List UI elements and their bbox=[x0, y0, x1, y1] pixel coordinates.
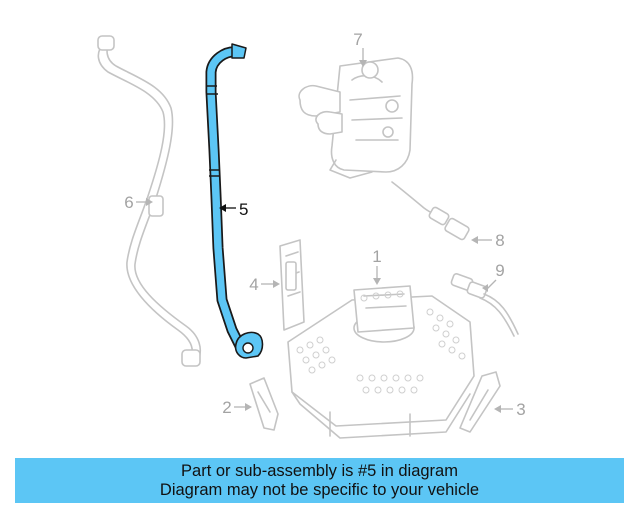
part-7-pump-assembly bbox=[298, 57, 414, 179]
part-9-sensor bbox=[450, 272, 519, 337]
part-8-sensor bbox=[391, 181, 470, 241]
part-3-bracket bbox=[459, 371, 501, 433]
svg-text:5: 5 bbox=[239, 200, 248, 219]
callout-2: 2 bbox=[222, 398, 252, 417]
part-2-bracket bbox=[249, 377, 279, 431]
callout-6: 6 bbox=[124, 193, 153, 212]
callout-1: 1 bbox=[372, 247, 382, 285]
callout-3: 3 bbox=[494, 400, 526, 419]
callout-8: 8 bbox=[471, 231, 505, 250]
svg-text:9: 9 bbox=[495, 261, 504, 280]
svg-text:2: 2 bbox=[222, 398, 231, 417]
part-1-housing bbox=[287, 285, 475, 439]
part-6-hose bbox=[97, 35, 202, 367]
svg-text:6: 6 bbox=[124, 193, 133, 212]
banner-line-disclaimer: Diagram may not be specific to your vehi… bbox=[159, 481, 480, 499]
svg-text:7: 7 bbox=[353, 30, 362, 49]
callout-5: 5 bbox=[219, 200, 248, 219]
svg-text:3: 3 bbox=[516, 400, 525, 419]
info-banner: Part or sub-assembly is #5 in diagram Di… bbox=[15, 458, 624, 503]
svg-text:4: 4 bbox=[249, 275, 258, 294]
callout-9: 9 bbox=[482, 261, 505, 292]
banner-line-part-number: Part or sub-assembly is #5 in diagram bbox=[181, 462, 458, 480]
svg-text:1: 1 bbox=[372, 247, 381, 266]
svg-text:8: 8 bbox=[495, 231, 504, 250]
parts-diagram: 7 6 5 8 4 9 1 2 3 bbox=[97, 30, 526, 439]
part-4-bracket bbox=[279, 239, 305, 331]
callout-4: 4 bbox=[249, 275, 280, 294]
part-5-hose-highlighted bbox=[205, 43, 264, 359]
callout-7: 7 bbox=[353, 30, 367, 67]
